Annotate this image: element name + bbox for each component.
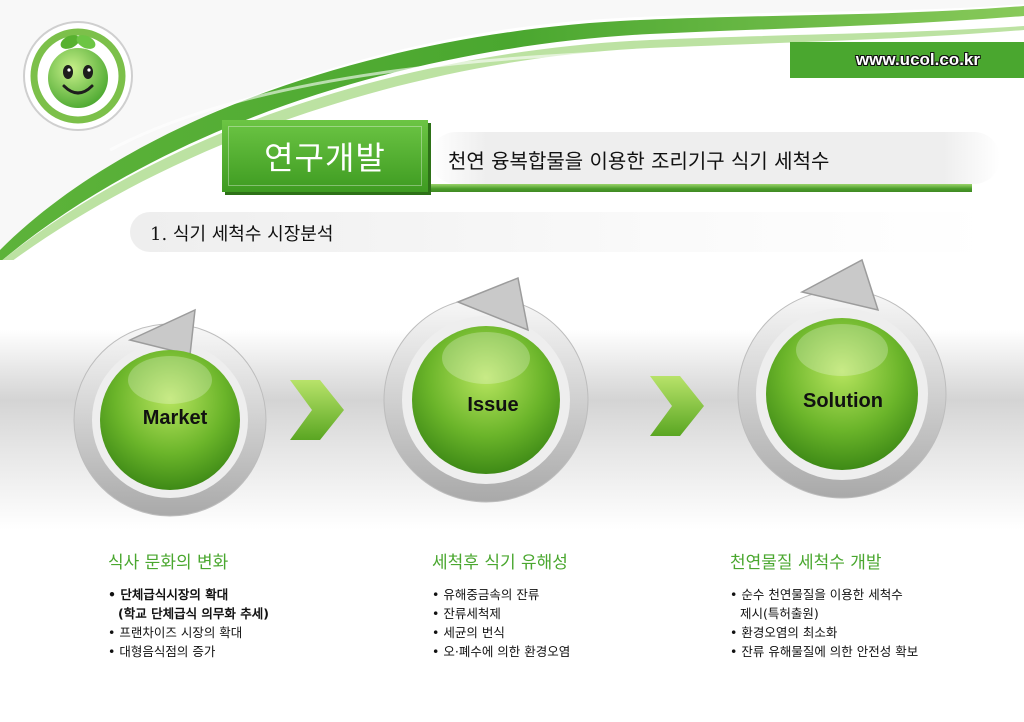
list-item: 유해중금속의 잔류 [432, 585, 570, 604]
cycle-label-market: Market [142, 407, 208, 429]
bullet-list: 유해중금속의 잔류 잔류세척제 세균의 번식 오·폐수에 의한 환경오염 [432, 585, 570, 661]
list-item: (학교 단체급식 의무화 추세) [118, 606, 269, 621]
solution-cycle: Solution [728, 258, 958, 500]
website-url[interactable]: www.ucol.co.kr [855, 50, 980, 69]
section-title-background [130, 212, 990, 252]
market-cycle: Market [60, 300, 290, 530]
issue-cycle: Issue [378, 276, 608, 510]
bullet-list: 단체급식시장의 확대 (학교 단체급식 의무화 추세) 프랜차이즈 시장의 확대… [108, 585, 269, 661]
list-item: 환경오염의 최소화 [730, 623, 918, 642]
column-heading: 세척후 식기 유해성 [432, 553, 568, 573]
column-heading: 천연물질 세척수 개발 [730, 553, 882, 573]
list-item: 오·폐수에 의한 환경오염 [432, 642, 570, 661]
circular-arrow-icon [383, 276, 589, 503]
page-subtitle: 천연 융복합물을 이용한 조리기구 식기 세척수 [448, 149, 830, 173]
list-item: 프랜차이즈 시장의 확대 [108, 623, 269, 642]
list-item: 제시(특허출원) [740, 606, 819, 621]
list-item: 잔류세척제 [432, 604, 570, 623]
green-swoosh-decoration [0, 0, 1024, 260]
section-label-box: 연구개발 [222, 120, 428, 192]
title-underline [224, 184, 972, 192]
subtitle-background [430, 132, 1000, 184]
column-heading: 식사 문화의 변화 [108, 553, 229, 573]
cycle-label-solution: Solution [803, 390, 883, 412]
chevron-right-icon [650, 376, 704, 436]
list-item: 세균의 번식 [432, 623, 570, 642]
cycle-label-issue: Issue [467, 394, 519, 416]
bullet-list: 순수 천연물질을 이용한 세척수 제시(특허출원) 환경오염의 최소화 잔류 유… [730, 585, 918, 661]
column-solution: 천연물질 세척수 개발 순수 천연물질을 이용한 세척수 제시(특허출원) 환경… [730, 548, 918, 661]
circular-arrow-icon [73, 308, 267, 517]
list-item: 대형음식점의 증가 [108, 642, 269, 661]
column-market: 식사 문화의 변화 단체급식시장의 확대 (학교 단체급식 의무화 추세) 프랜… [108, 548, 269, 661]
section-label: 연구개발 [264, 139, 386, 177]
website-url-box[interactable]: www.ucol.co.kr [790, 42, 1024, 78]
circular-arrow-icon [737, 258, 947, 499]
list-item: 잔류 유해물질에 의한 안전성 확보 [730, 642, 918, 661]
column-issue: 세척후 식기 유해성 유해중금속의 잔류 잔류세척제 세균의 번식 오·폐수에 … [432, 548, 570, 661]
section-title: 1. 식기 세척수 시장분석 [150, 224, 334, 245]
list-item: 단체급식시장의 확대 [108, 585, 269, 604]
chevron-right-icon [290, 380, 344, 440]
list-item: 순수 천연물질을 이용한 세척수 [730, 585, 918, 604]
smiling-apple-logo-icon [23, 21, 133, 131]
